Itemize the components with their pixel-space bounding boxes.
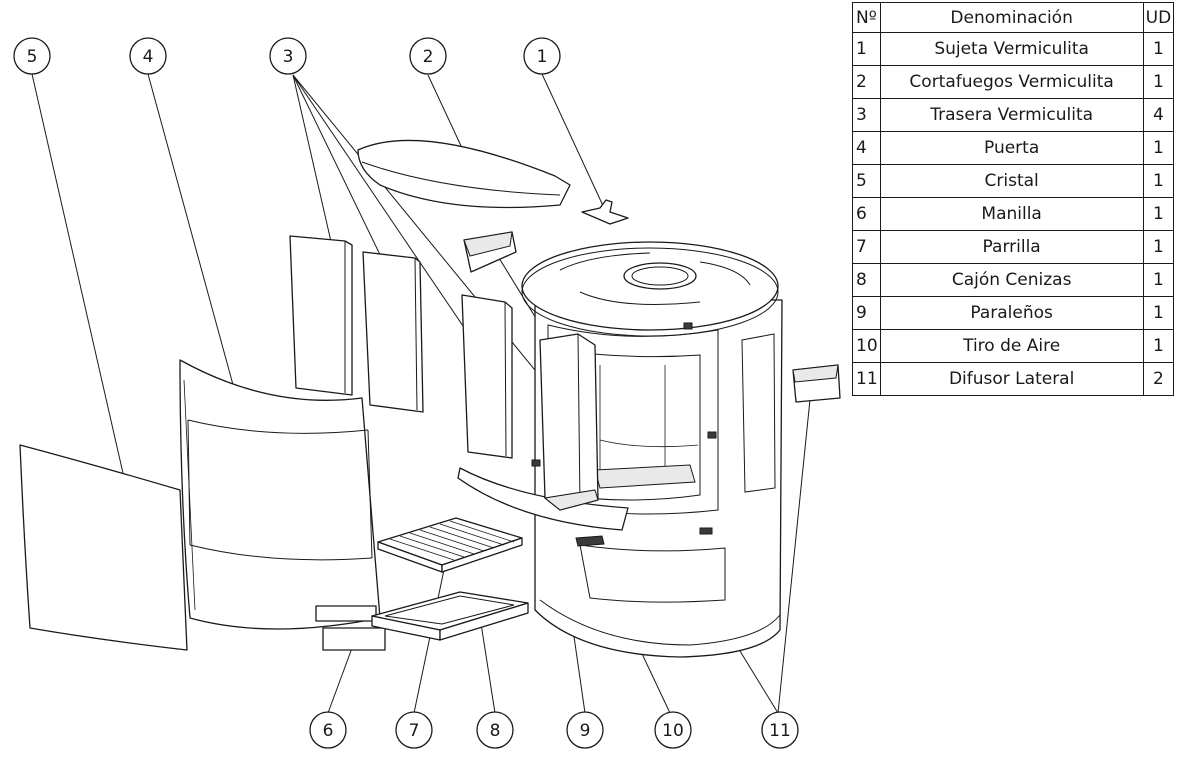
part-handle [315, 605, 386, 651]
row-number: 11 [852, 362, 881, 396]
row-name: Paraleños [879, 296, 1144, 330]
part-baffle [357, 139, 571, 209]
row-name: Trasera Vermiculita [879, 98, 1144, 132]
header-number: Nº [852, 2, 881, 33]
callout-balloons: 5 4 3 2 1 6 7 8 [13, 37, 799, 749]
row-quantity: 1 [1142, 197, 1175, 231]
callout-8: 8 [476, 711, 514, 749]
row-quantity: 1 [1142, 263, 1175, 297]
row-name: Cortafuegos Vermiculita [879, 65, 1144, 99]
row-quantity: 1 [1142, 131, 1175, 165]
row-quantity: 1 [1142, 32, 1175, 66]
svg-text:6: 6 [323, 721, 334, 741]
table-row: 9 Paraleños 1 [852, 296, 1175, 330]
table-row: 11 Difusor Lateral 2 [852, 362, 1175, 396]
parts-table: Nº Denominación UD 1 Sujeta Vermiculita … [852, 2, 1175, 396]
callout-4: 4 [129, 37, 167, 75]
callout-5: 5 [13, 37, 51, 75]
callout-1: 1 [523, 37, 561, 75]
callout-9: 9 [566, 711, 604, 749]
row-quantity: 1 [1142, 329, 1175, 363]
part-log-retainer [457, 467, 629, 531]
part-clip [581, 199, 629, 225]
row-quantity: 1 [1142, 164, 1175, 198]
row-quantity: 1 [1142, 230, 1175, 264]
callout-6: 6 [309, 711, 347, 749]
callout-2: 2 [409, 37, 447, 75]
callout-10: 10 [654, 711, 692, 749]
table-row: 3 Trasera Vermiculita 4 [852, 98, 1175, 132]
part-air-damper [575, 535, 605, 547]
part-door [179, 359, 381, 630]
row-number: 9 [852, 296, 881, 330]
row-number: 10 [852, 329, 881, 363]
row-name: Puerta [879, 131, 1144, 165]
row-number: 6 [852, 197, 881, 231]
svg-text:8: 8 [490, 721, 501, 741]
svg-text:7: 7 [409, 721, 420, 741]
table-row: 4 Puerta 1 [852, 131, 1175, 165]
header-name: Denominación [879, 2, 1144, 33]
row-name: Cristal [879, 164, 1144, 198]
parts-table-header: Nº Denominación UD [852, 2, 1175, 33]
table-row: 7 Parrilla 1 [852, 230, 1175, 264]
svg-text:1: 1 [537, 47, 548, 67]
row-name: Manilla [879, 197, 1144, 231]
row-quantity: 4 [1142, 98, 1175, 132]
table-row: 5 Cristal 1 [852, 164, 1175, 198]
row-number: 5 [852, 164, 881, 198]
part-ash-drawer [371, 591, 529, 641]
row-name: Cajón Cenizas [879, 263, 1144, 297]
row-name: Parrilla [879, 230, 1144, 264]
table-row: 2 Cortafuegos Vermiculita 1 [852, 65, 1175, 99]
row-quantity: 2 [1142, 362, 1175, 396]
svg-text:9: 9 [580, 721, 591, 741]
callout-3: 3 [269, 37, 307, 75]
callout-11: 11 [761, 711, 799, 749]
svg-text:10: 10 [662, 721, 684, 741]
table-row: 10 Tiro de Aire 1 [852, 329, 1175, 363]
row-quantity: 1 [1142, 296, 1175, 330]
row-name: Sujeta Vermiculita [879, 32, 1144, 66]
svg-text:2: 2 [423, 47, 434, 67]
part-grate [377, 517, 523, 573]
header-quantity: UD [1142, 2, 1175, 33]
row-number: 4 [852, 131, 881, 165]
row-name: Tiro de Aire [879, 329, 1144, 363]
part-glass [19, 444, 188, 651]
part-rear-vermiculite [289, 235, 513, 459]
row-number: 2 [852, 65, 881, 99]
callout-7: 7 [395, 711, 433, 749]
row-name: Difusor Lateral [879, 362, 1144, 396]
table-row: 1 Sujeta Vermiculita 1 [852, 32, 1175, 66]
svg-text:11: 11 [769, 721, 791, 741]
table-row: 8 Cajón Cenizas 1 [852, 263, 1175, 297]
table-row: 6 Manilla 1 [852, 197, 1175, 231]
row-number: 7 [852, 230, 881, 264]
svg-text:5: 5 [27, 47, 38, 67]
part-side-diffusers [463, 231, 841, 403]
svg-text:3: 3 [283, 47, 294, 67]
row-number: 8 [852, 263, 881, 297]
stove-open-door [539, 333, 599, 511]
row-quantity: 1 [1142, 65, 1175, 99]
row-number: 1 [852, 32, 881, 66]
row-number: 3 [852, 98, 881, 132]
svg-text:4: 4 [143, 47, 154, 67]
